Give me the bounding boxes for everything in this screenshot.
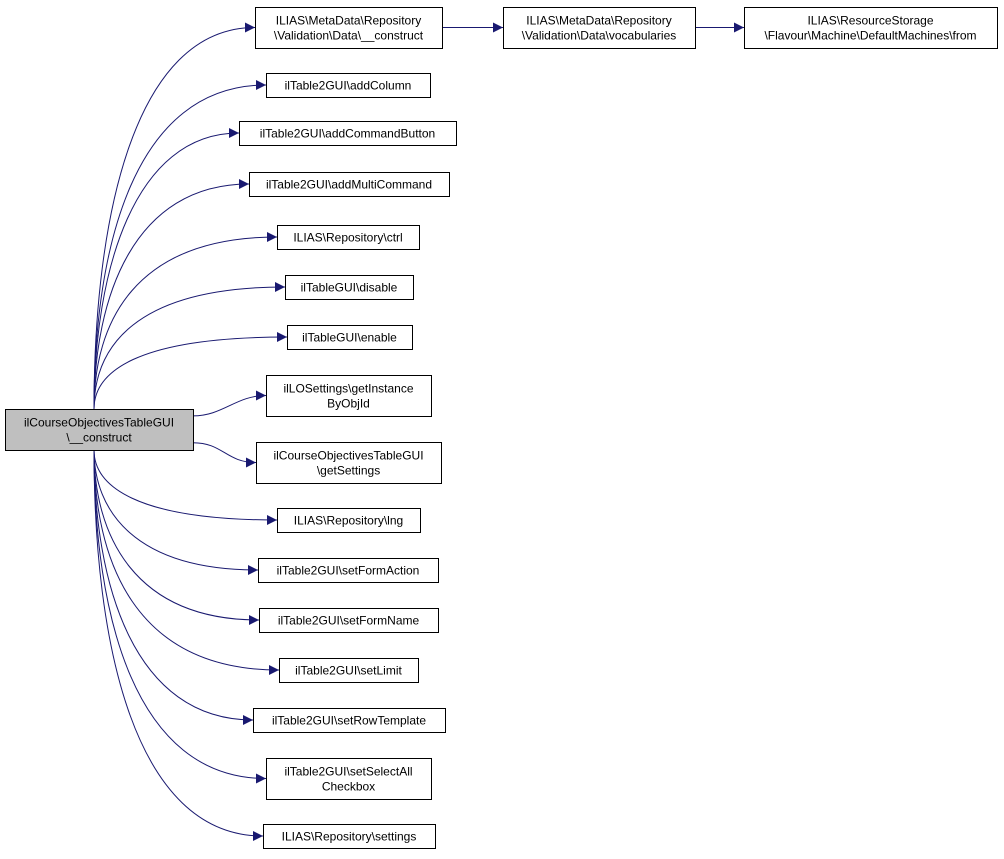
node-box [256,442,442,484]
node-table-enable[interactable]: ilTableGUI\enable [287,325,413,350]
node-rs-from[interactable]: ILIAS\ResourceStorage\Flavour\Machine\De… [744,7,998,49]
node-label-line: ilTable2GUI\addMultiCommand [266,178,432,192]
edge-root-to-repo-settings [93,449,264,841]
node-box [287,325,413,350]
node-box [5,409,194,451]
node-label-line: \Flavour\Machine\DefaultMachines\from [764,29,976,43]
node-label-line: ILIAS\ResourceStorage [807,14,933,28]
node-label-line: ByObjId [327,397,370,411]
nodes-layer: ilCourseObjectivesTableGUI\__constructIL… [5,7,998,849]
edge-root-to-set-limit [93,449,280,675]
node-label-line: ILIAS\Repository\settings [282,830,417,844]
node-set-form-action[interactable]: ilTable2GUI\setFormAction [258,558,439,583]
node-label-line: ilLOSettings\getInstance [283,382,413,396]
node-get-settings[interactable]: ilCourseObjectivesTableGUI\getSettings [256,442,442,484]
node-add-command-button[interactable]: ilTable2GUI\addCommandButton [239,121,457,146]
edge-root-to-set-form-name [93,449,260,625]
node-box [744,7,998,49]
edge-root-to-set-select-all [93,449,267,784]
edge-root-to-table-enable [93,332,288,410]
node-label-line: ilCourseObjectivesTableGUI [24,416,174,430]
node-repo-settings[interactable]: ILIAS\Repository\settings [263,824,436,849]
node-label-line: ilTable2GUI\addCommandButton [260,127,435,141]
node-box [266,375,432,417]
node-label-line: ILIAS\MetaData\Repository [526,14,671,28]
node-label-line: ILIAS\Repository\ctrl [293,231,402,245]
node-box [266,758,432,800]
node-md-construct[interactable]: ILIAS\MetaData\Repository\Validation\Dat… [255,7,443,49]
edge-root-to-table-disable [93,282,286,410]
node-box [266,73,431,98]
edges-layer [93,22,744,841]
node-box [263,824,436,849]
node-root[interactable]: ilCourseObjectivesTableGUI\__construct [5,409,194,451]
node-box [277,225,420,250]
edge-root-to-add-column [93,80,267,410]
node-label-line: \getSettings [317,464,380,478]
node-label-line: ILIAS\MetaData\Repository [276,14,421,28]
node-table-disable[interactable]: ilTableGUI\disable [285,275,414,300]
node-label-line: ilTable2GUI\setFormAction [277,564,420,578]
node-set-form-name[interactable]: ilTable2GUI\setFormName [259,608,439,633]
node-add-column[interactable]: ilTable2GUI\addColumn [266,73,431,98]
edge-root-to-repo-lng [93,449,278,525]
edge-root-to-set-form-action [93,449,259,575]
edge-root-to-get-settings [192,442,257,468]
node-label-line: ILIAS\Repository\lng [294,514,403,528]
node-label-line: ilCourseObjectivesTableGUI [273,449,423,463]
node-label-line: ilTable2GUI\setLimit [295,664,402,678]
edge-root-to-add-multi-command [93,179,250,410]
node-box [249,172,450,197]
node-box [503,7,696,49]
edge-root-to-lo-get-instance [192,390,267,417]
edge-root-to-repo-ctrl [93,232,278,410]
node-md-vocabularies[interactable]: ILIAS\MetaData\Repository\Validation\Dat… [503,7,696,49]
node-box [277,508,421,533]
edge-root-to-add-command-button [93,128,240,410]
edge-root-to-set-row-template [93,449,254,725]
node-box [253,708,446,733]
node-label-line: ilTableGUI\disable [301,281,398,295]
node-box [239,121,457,146]
node-repo-lng[interactable]: ILIAS\Repository\lng [277,508,421,533]
node-set-row-template[interactable]: ilTable2GUI\setRowTemplate [253,708,446,733]
node-box [255,7,443,49]
node-box [279,658,419,683]
node-label-line: \Validation\Data\__construct [274,29,424,43]
node-label-line: ilTableGUI\enable [302,331,397,345]
node-label-line: ilTable2GUI\setFormName [278,614,420,628]
edge-root-to-md-construct [93,22,256,410]
node-box [259,608,439,633]
node-label-line: \__construct [66,431,132,445]
node-label-line: Checkbox [322,780,375,794]
node-label-line: ilTable2GUI\setRowTemplate [272,714,426,728]
node-add-multi-command[interactable]: ilTable2GUI\addMultiCommand [249,172,450,197]
node-set-limit[interactable]: ilTable2GUI\setLimit [279,658,419,683]
node-box [258,558,439,583]
node-label-line: ilTable2GUI\setSelectAll [284,765,412,779]
node-repo-ctrl[interactable]: ILIAS\Repository\ctrl [277,225,420,250]
node-label-line: \Validation\Data\vocabularies [522,29,677,43]
node-box [285,275,414,300]
node-label-line: ilTable2GUI\addColumn [285,79,412,93]
